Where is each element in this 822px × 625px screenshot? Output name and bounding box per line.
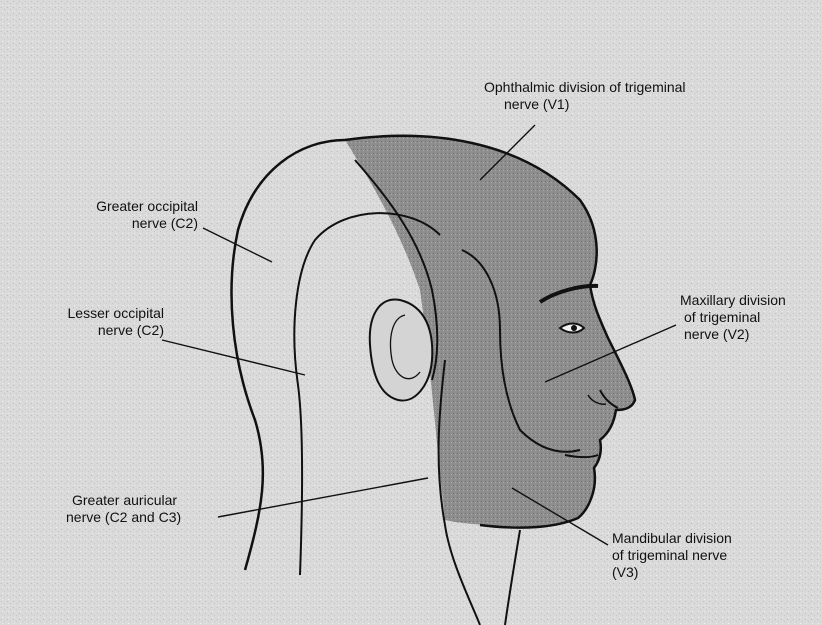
label-maxillary-line3: nerve (V2) [680, 326, 786, 343]
label-greater-occipital-line1: Greater occipital [48, 198, 198, 215]
label-greater-auricular: Greater auricular nerve (C2 and C3) [66, 492, 181, 526]
pupil [571, 325, 577, 331]
label-mandibular-line1: Mandibular division [612, 530, 732, 547]
label-greater-occipital: Greater occipital nerve (C2) [48, 198, 198, 232]
label-greater-auricular-line1: Greater auricular [66, 492, 181, 509]
label-maxillary: Maxillary division of trigeminal nerve (… [680, 292, 786, 343]
label-maxillary-line2: of trigeminal [680, 309, 786, 326]
label-mandibular: Mandibular division of trigeminal nerve … [612, 530, 732, 581]
label-greater-auricular-line2: nerve (C2 and C3) [66, 509, 181, 526]
label-mandibular-line2: of trigeminal nerve [612, 547, 732, 564]
label-ophthalmic-line1: Ophthalmic division of trigeminal [484, 79, 686, 96]
label-greater-occipital-line2: nerve (C2) [48, 215, 198, 232]
label-ophthalmic: Ophthalmic division of trigeminal nerve … [484, 79, 686, 113]
ear [370, 299, 432, 400]
label-maxillary-line1: Maxillary division [680, 292, 786, 309]
label-mandibular-line3: (V3) [612, 564, 732, 581]
label-lesser-occipital: Lesser occipital nerve (C2) [14, 305, 164, 339]
label-lesser-occipital-line2: nerve (C2) [14, 322, 164, 339]
label-ophthalmic-line2: nerve (V1) [484, 96, 686, 113]
label-lesser-occipital-line1: Lesser occipital [14, 305, 164, 322]
